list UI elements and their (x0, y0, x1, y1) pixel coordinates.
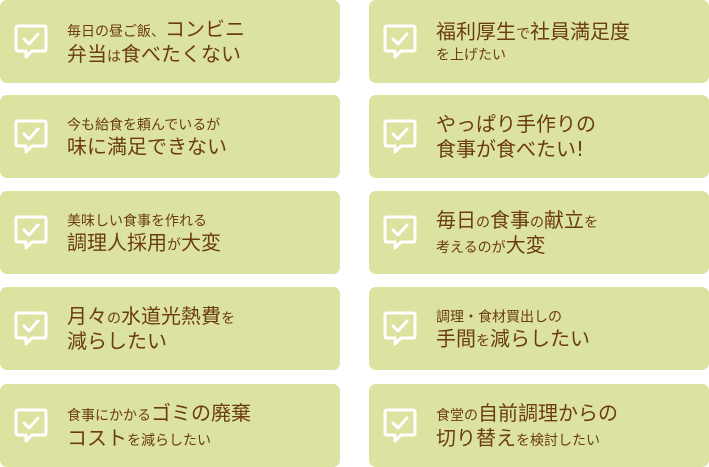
speech-bubble-check-icon (14, 408, 48, 442)
text-segment: を減らしたい (127, 432, 211, 449)
speech-bubble-check-icon (14, 215, 48, 249)
text-segment: 減らしたい (490, 326, 590, 351)
speech-bubble-check-icon (383, 119, 417, 153)
text-segment: 食事 (490, 207, 530, 232)
text-segment: 大変 (181, 230, 221, 255)
checklist-card-5: 美味しい食事を作れる調理人採用が大変 (0, 191, 340, 274)
text-segment: で (516, 25, 530, 42)
text-segment: の (107, 310, 121, 327)
card-text-line: 弁当は食べたくない (67, 42, 245, 67)
speech-bubble-check-icon (383, 215, 417, 249)
card-text-line: 福利厚生で社員満足度 (436, 19, 630, 44)
card-text-line: 今も給食を頼んでいるが (67, 114, 227, 135)
text-segment: ゴミの廃棄 (151, 400, 251, 425)
text-segment: 献立 (544, 207, 584, 232)
checklist-card-9: 食事にかかるゴミの廃棄コストを減らしたい (0, 384, 340, 467)
card-text: 毎日の昼ご飯、コンビニ弁当は食べたくない (67, 17, 245, 67)
text-segment: 食事にかかる (67, 407, 151, 424)
card-text-line: 切り替えを検討したい (436, 426, 618, 451)
card-text: 今も給食を頼んでいるが味に満足できない (67, 114, 227, 160)
checklist-card-6: 毎日の食事の献立を考えるのが大変 (369, 191, 709, 274)
text-segment: コンビニ (165, 16, 245, 41)
text-segment: が (167, 237, 181, 254)
checklist-card-2: 福利厚生で社員満足度を上げたい (369, 0, 709, 83)
card-text: 月々の水道光熱費を減らしたい (67, 304, 235, 354)
checklist-card-8: 調理・食材買出しの手間を減らしたい (369, 287, 709, 370)
text-segment: を (584, 214, 598, 231)
text-segment: 考えるのが (436, 239, 506, 256)
text-segment: 月々 (67, 303, 107, 328)
checklist-card-7: 月々の水道光熱費を減らしたい (0, 287, 340, 370)
speech-bubble-check-icon (14, 311, 48, 345)
checklist-card-3: 今も給食を頼んでいるが味に満足できない (0, 95, 340, 178)
card-text-line: やっぱり手作りの (436, 112, 596, 137)
text-segment: 大変 (505, 232, 546, 257)
text-segment: 自前調理からの (478, 400, 618, 425)
card-text-line: 手間を減らしたい (436, 326, 590, 351)
text-segment: 今も給食を頼んでいるが (67, 116, 221, 133)
text-segment: の (476, 214, 490, 231)
card-text-line: 毎日の食事の献立を (436, 208, 598, 233)
text-segment: コスト (67, 425, 127, 450)
card-text-line: 毎日の昼ご飯、コンビニ (67, 17, 245, 42)
text-segment: を検討したい (516, 432, 600, 449)
speech-bubble-check-icon (383, 24, 417, 58)
card-text-line: 味に満足できない (67, 134, 227, 159)
card-text-line: 考えるのが大変 (436, 233, 598, 258)
card-text-line: コストを減らしたい (67, 426, 251, 451)
text-segment: 毎日 (436, 207, 476, 232)
text-segment: 食べたくない (121, 41, 241, 66)
card-text: 食堂の自前調理からの切り替えを検討したい (436, 401, 618, 451)
card-text-line: 食事にかかるゴミの廃棄 (67, 401, 251, 426)
text-segment: を (221, 310, 235, 327)
text-segment: 毎日の昼ご飯、 (67, 23, 165, 40)
text-segment: 美味しい食事を作れる (67, 212, 207, 229)
text-segment: の (530, 214, 544, 231)
checklist-card-1: 毎日の昼ご飯、コンビニ弁当は食べたくない (0, 0, 340, 83)
card-text-line: 食堂の自前調理からの (436, 401, 618, 426)
speech-bubble-check-icon (383, 408, 417, 442)
text-segment: 調理人採用 (67, 230, 167, 255)
speech-bubble-check-icon (383, 311, 417, 345)
text-segment: 食事が食べたい! (436, 136, 585, 161)
text-segment: 社員満足度 (530, 18, 630, 43)
text-segment: を (476, 333, 490, 350)
card-text-line: を上げたい (436, 44, 630, 65)
text-segment: 弁当 (67, 41, 107, 66)
card-text: 福利厚生で社員満足度を上げたい (436, 19, 630, 65)
checklist-card-4: やっぱり手作りの食事が食べたい! (369, 95, 709, 178)
card-text-line: 調理人採用が大変 (67, 230, 221, 255)
card-text: 調理・食材買出しの手間を減らしたい (436, 306, 590, 352)
text-segment: 味に満足できない (67, 134, 227, 159)
card-text: 美味しい食事を作れる調理人採用が大変 (67, 210, 221, 256)
text-segment: 水道光熱費 (121, 303, 221, 328)
text-segment: を上げたい (436, 46, 506, 63)
text-segment: 調理・食材買出しの (436, 308, 562, 325)
text-segment: 手間 (436, 326, 476, 351)
card-text-line: 美味しい食事を作れる (67, 210, 221, 231)
speech-bubble-check-icon (14, 119, 48, 153)
text-segment: 切り替え (436, 425, 516, 450)
text-segment: 食堂の (436, 407, 478, 424)
text-segment: 福利厚生 (436, 18, 516, 43)
checklist-card-10: 食堂の自前調理からの切り替えを検討したい (369, 384, 709, 467)
card-text-line: 食事が食べたい! (436, 137, 596, 162)
text-segment: やっぱり手作りの (436, 111, 596, 136)
text-segment: は (107, 48, 121, 65)
card-text-line: 減らしたい (67, 329, 235, 354)
card-text: やっぱり手作りの食事が食べたい! (436, 112, 596, 162)
card-text: 毎日の食事の献立を考えるのが大変 (436, 208, 598, 258)
card-text-line: 月々の水道光熱費を (67, 304, 235, 329)
text-segment: 減らしたい (67, 328, 167, 353)
card-text-line: 調理・食材買出しの (436, 306, 590, 327)
card-text: 食事にかかるゴミの廃棄コストを減らしたい (67, 401, 251, 451)
speech-bubble-check-icon (14, 24, 48, 58)
